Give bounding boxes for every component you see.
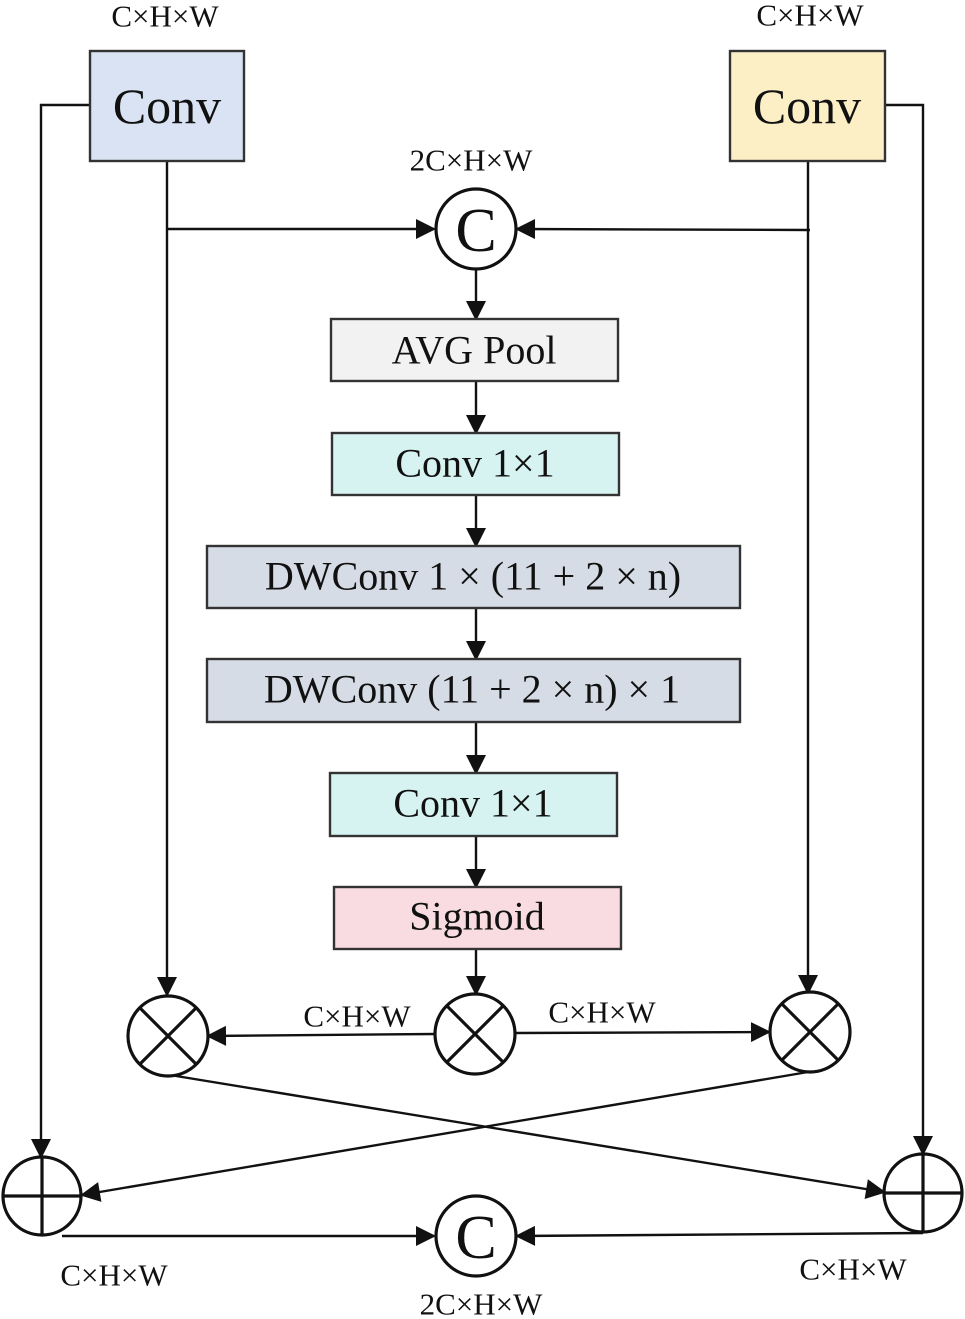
conv1x1-bottom-box: [328, 771, 619, 838]
conv1x1-top-box: [330, 431, 621, 497]
concat-top-circle: [434, 187, 518, 271]
dim-conv-left: C×H×W: [111, 0, 219, 34]
concat-top-node: C: [434, 187, 518, 271]
multiply-center-cross-b: [445, 1004, 505, 1064]
edge-mult-left-to-add-right: [169, 1073, 886, 1199]
conv1x1-top-label: Conv 1×1: [395, 441, 554, 486]
edge-mult-center-to-mult-left: [206, 1025, 436, 1046]
avg-pool-box: [329, 317, 620, 383]
multiply-right-node: [768, 990, 852, 1074]
add-right-node: [882, 1152, 964, 1234]
concat-top-symbol: C: [455, 197, 496, 265]
dim-concat-bottom: 2C×H×W: [420, 1287, 544, 1319]
conv1x1-bottom-label: Conv 1×1: [393, 781, 552, 826]
dim-mult-right: C×H×W: [548, 995, 656, 1030]
edge-mult-right-to-add-left: [80, 1070, 809, 1202]
dim-conv-right: C×H×W: [756, 0, 864, 33]
dim-add-left: C×H×W: [60, 1258, 168, 1293]
edge-right-to-concat-top: [515, 219, 811, 240]
conv-left-box: [88, 49, 246, 163]
add-left-node: [1, 1155, 83, 1237]
edge-conv-right-to-add-right: [885, 103, 933, 1156]
conv-left-label: Conv: [113, 78, 221, 134]
edge-mult-center-to-mult-right: [515, 1022, 771, 1043]
connectors: [31, 103, 933, 1246]
sigmoid-label: Sigmoid: [409, 894, 545, 939]
dim-concat-top: 2C×H×W: [410, 143, 534, 178]
conv-right-block: Conv: [728, 49, 887, 163]
dim-add-right: C×H×W: [799, 1252, 907, 1287]
conv-left-block: Conv: [88, 49, 246, 163]
concat-bottom-circle: [434, 1194, 518, 1278]
conv-right-box: [728, 49, 887, 163]
conv1x1-top-block: Conv 1×1: [330, 431, 621, 497]
multiply-left-cross-b: [138, 1006, 198, 1066]
conv1x1-bottom-block: Conv 1×1: [328, 771, 619, 838]
edge-conv-left-to-add-left: [31, 103, 90, 1159]
edge-add-right-to-concat-bottom: [515, 1225, 924, 1246]
conv-right-label: Conv: [753, 78, 861, 134]
sigmoid-box: [332, 885, 623, 951]
dim-mult-left: C×H×W: [303, 999, 411, 1034]
dwconv-col-block: DWConv (11 + 2 × n) × 1: [205, 657, 742, 724]
dwconv-col-box: [205, 657, 742, 724]
multiply-center-node: [433, 992, 517, 1076]
avg-pool-block: AVG Pool: [329, 317, 620, 383]
dimension-labels: C×H×W C×H×W 2C×H×W C×H×W C×H×W C×H×W C×H…: [60, 0, 907, 1319]
dwconv-col-label: DWConv (11 + 2 × n) × 1: [264, 667, 680, 712]
avg-pool-label: AVG Pool: [392, 328, 557, 373]
concat-bottom-symbol: C: [455, 1204, 496, 1272]
multiply-left-node: [126, 994, 210, 1078]
sigmoid-block: Sigmoid: [332, 885, 623, 951]
concat-bottom-node: C: [434, 1194, 518, 1278]
multiply-right-cross-b: [780, 1002, 840, 1062]
dwconv-row-block: DWConv 1 × (11 + 2 × n): [205, 544, 742, 610]
dwconv-row-box: [205, 544, 742, 610]
dwconv-row-label: DWConv 1 × (11 + 2 × n): [265, 554, 681, 599]
